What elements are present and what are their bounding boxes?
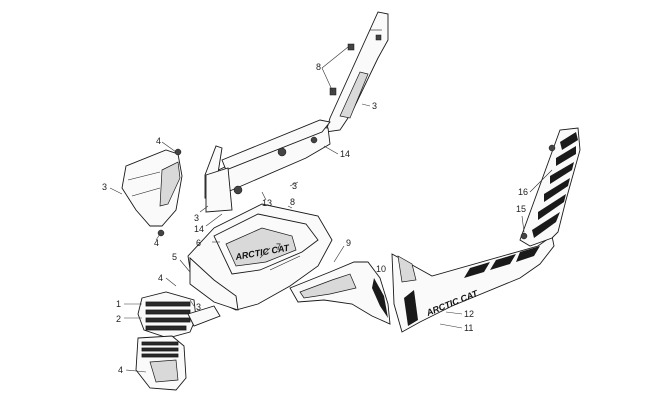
front-fender bbox=[289, 261, 391, 325]
callout-labels: 8 3 14 4 3 4 3 14 13 3 8 6 7 5 4 3 1 2 4… bbox=[102, 62, 528, 375]
callout-8-upper: 8 bbox=[316, 62, 321, 72]
callout-12: 12 bbox=[464, 309, 474, 319]
callout-4-bottom: 4 bbox=[118, 365, 123, 375]
callout-4-grille: 4 bbox=[158, 273, 163, 283]
callout-9: 9 bbox=[346, 238, 351, 248]
center-hood: ARCTIC CAT bbox=[187, 203, 333, 311]
left-side-cover bbox=[121, 148, 183, 237]
callout-13: 13 bbox=[262, 198, 272, 208]
callout-15: 15 bbox=[516, 204, 526, 214]
small-trim-piece bbox=[187, 305, 221, 327]
callout-7: 7 bbox=[276, 242, 281, 252]
callout-1: 1 bbox=[116, 299, 121, 309]
callout-14-right: 14 bbox=[340, 149, 350, 159]
front-grille bbox=[135, 291, 197, 391]
callout-6: 6 bbox=[196, 238, 201, 248]
callout-3-upper-right: 3 bbox=[372, 101, 377, 111]
callout-4-left-cover: 4 bbox=[154, 238, 159, 248]
leader-lines bbox=[109, 46, 553, 373]
callout-11: 11 bbox=[464, 323, 473, 333]
callout-3-left: 3 bbox=[102, 182, 107, 192]
callout-16: 16 bbox=[518, 187, 528, 197]
callout-5: 5 bbox=[172, 252, 177, 262]
callout-3-bracket: 3 bbox=[194, 213, 199, 223]
callout-2: 2 bbox=[116, 314, 121, 324]
callout-14-left: 14 bbox=[194, 224, 204, 234]
callout-8-hood: 8 bbox=[290, 197, 295, 207]
callout-3-middle: 3 bbox=[292, 181, 297, 191]
callout-4-top-left: 4 bbox=[156, 136, 161, 146]
callout-3-grille: 3 bbox=[196, 302, 201, 312]
right-side-panel: ARCTIC CAT bbox=[391, 127, 581, 333]
upper-side-panel bbox=[325, 11, 389, 133]
callout-10: 10 bbox=[376, 264, 386, 274]
mounting-bracket bbox=[204, 119, 331, 213]
